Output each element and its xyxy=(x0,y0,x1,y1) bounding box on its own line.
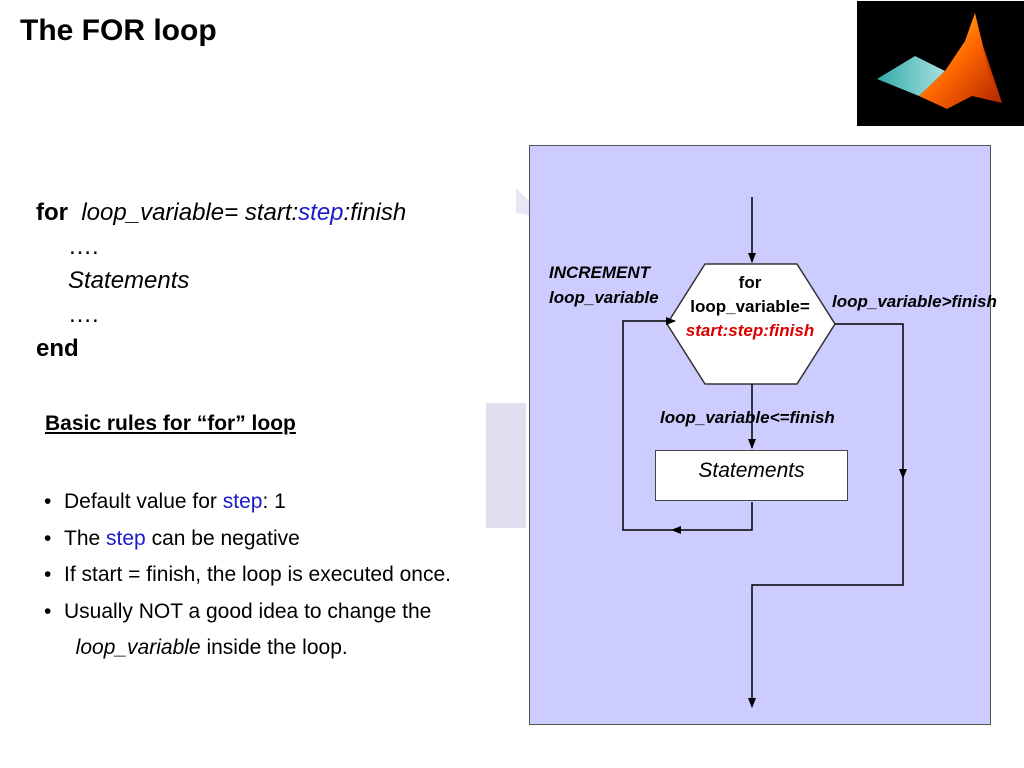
matlab-logo-icon xyxy=(857,1,1024,126)
statements-return-line xyxy=(671,502,753,534)
page-title: The FOR loop xyxy=(20,14,217,47)
list-item: •If start = finish, the loop is executed… xyxy=(44,563,451,586)
start-text: start: xyxy=(244,199,299,226)
flowchart-panel xyxy=(529,145,991,725)
statements-box: Statements xyxy=(655,450,848,501)
increment-label: INCREMENT xyxy=(549,263,651,282)
increment-loop-line xyxy=(622,317,676,531)
exit-path-line xyxy=(748,478,904,708)
for-hexagon-label: for loop_variable= start:step:finish xyxy=(685,273,815,340)
for-keyword: for xyxy=(36,199,68,226)
dots-line: …. xyxy=(68,301,99,328)
list-item: •Usually NOT a good idea to change the l… xyxy=(44,599,432,660)
list-item: •The step can be negative xyxy=(44,526,300,550)
step-text: step xyxy=(298,199,344,226)
exit-condition-label: loop_variable>finish xyxy=(832,292,997,311)
rules-heading: Basic rules for “for” loop xyxy=(45,412,296,435)
loop-variable-text: loop_variable= xyxy=(81,199,239,226)
for-syntax-block: for loop_variable= start:step:finish …. … xyxy=(36,196,406,366)
continue-condition-label: loop_variable<=finish xyxy=(660,408,835,427)
statements-line: Statements xyxy=(68,267,190,294)
exit-branch-line xyxy=(835,323,907,479)
end-keyword: end xyxy=(36,335,79,362)
increment-label: loop_variable xyxy=(549,288,659,307)
rules-list: •Default value for step: 1 •The step can… xyxy=(44,484,484,667)
dots-line: …. xyxy=(68,233,99,260)
finish-text: :finish xyxy=(343,199,407,226)
list-item: •Default value for step: 1 xyxy=(44,490,286,513)
